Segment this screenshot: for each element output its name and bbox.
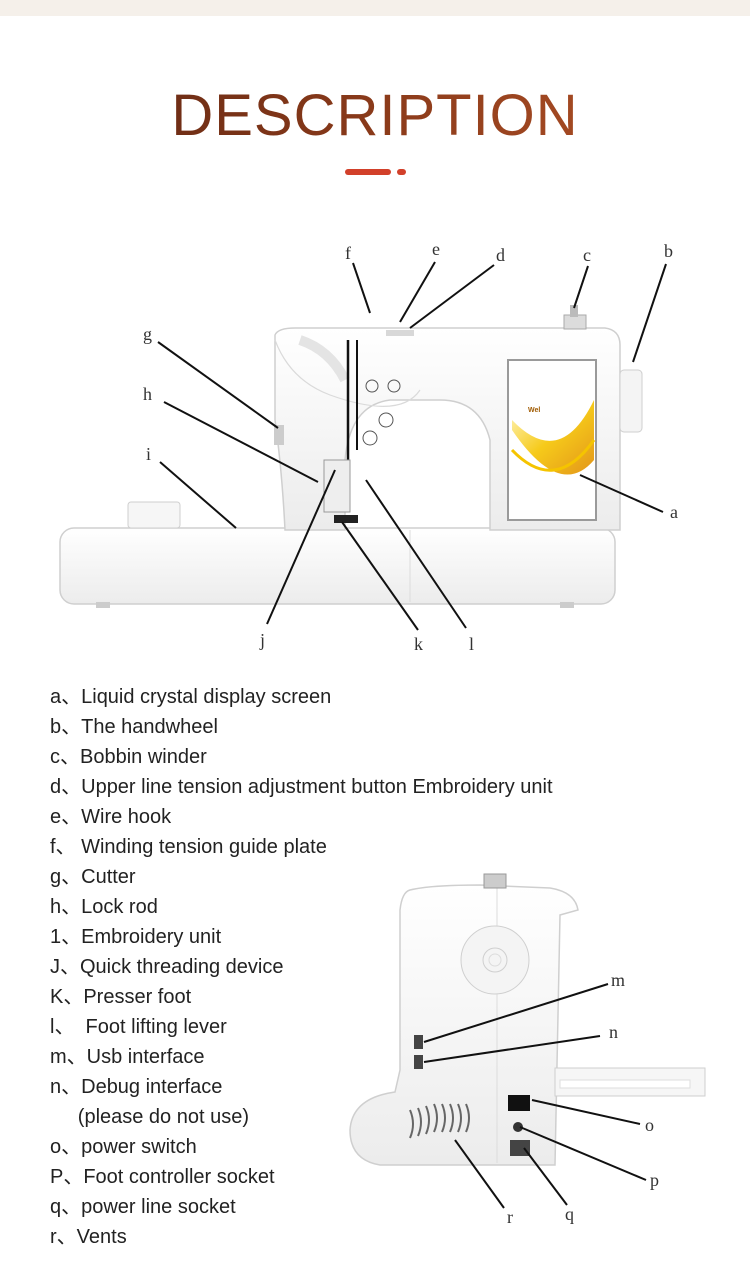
screen-brand: Wel — [528, 407, 540, 414]
side-view-machine — [349, 873, 706, 1166]
label-r: r — [507, 1207, 513, 1227]
legend-item-h: h、Lock rod — [50, 896, 158, 918]
side-labels: m n o p q r — [507, 970, 659, 1227]
front-labels: f e d c b g h i a j k l — [143, 239, 678, 654]
label-l: l — [469, 634, 474, 654]
legend-item-c: c、Bobbin winder — [50, 746, 207, 768]
front-leader-lines — [157, 261, 667, 631]
label-a: a — [670, 502, 678, 522]
title-underline-dot — [397, 169, 406, 175]
legend-item-n-note: (please do not use) — [50, 1106, 250, 1128]
legend-item-d: d、Upper line tension adjustment button E… — [50, 776, 553, 798]
label-j: j — [259, 630, 265, 650]
label-g: g — [143, 324, 152, 344]
legend-item-r: r、Vents — [50, 1226, 127, 1248]
label-h: h — [143, 384, 152, 404]
legend-item-j: J、Quick threading device — [50, 956, 284, 978]
legend-item-n: n、Debug interface — [50, 1076, 223, 1098]
legend-item-l: l、 Foot lifting lever — [50, 1016, 227, 1038]
legend-item-q: q、power line socket — [50, 1196, 236, 1218]
label-m: m — [611, 970, 625, 990]
legend-item-o: o、power switch — [50, 1136, 197, 1158]
legend-item-k: K、Presser foot — [50, 986, 192, 1008]
legend-item-e: e、Wire hook — [50, 806, 172, 828]
label-o: o — [645, 1115, 654, 1135]
label-i: i — [146, 444, 151, 464]
top-bar — [0, 0, 750, 16]
legend-item-b: b、The handwheel — [50, 716, 218, 738]
label-q: q — [565, 1204, 574, 1224]
label-e: e — [432, 239, 440, 259]
label-k: k — [414, 634, 423, 654]
label-b: b — [664, 241, 673, 261]
title-underline-dash — [345, 169, 391, 175]
label-d: d — [496, 245, 505, 265]
label-f: f — [345, 243, 351, 263]
legend-item-g: g、Cutter — [50, 866, 136, 888]
front-view-machine: Wel — [59, 305, 643, 608]
legend-item-f: f、 Winding tension guide plate — [50, 836, 327, 858]
side-leader-lines — [423, 983, 647, 1209]
label-n: n — [609, 1022, 618, 1042]
label-p: p — [650, 1170, 659, 1190]
legend-item-i: 1、Embroidery unit — [50, 926, 222, 948]
legend-item-p: P、Foot controller socket — [50, 1166, 275, 1188]
legend-item-a: a、Liquid crystal display screen — [50, 686, 332, 708]
label-c: c — [583, 245, 591, 265]
legend-item-m: m、Usb interface — [50, 1046, 205, 1068]
page-title: DESCRIPTION — [0, 82, 750, 149]
